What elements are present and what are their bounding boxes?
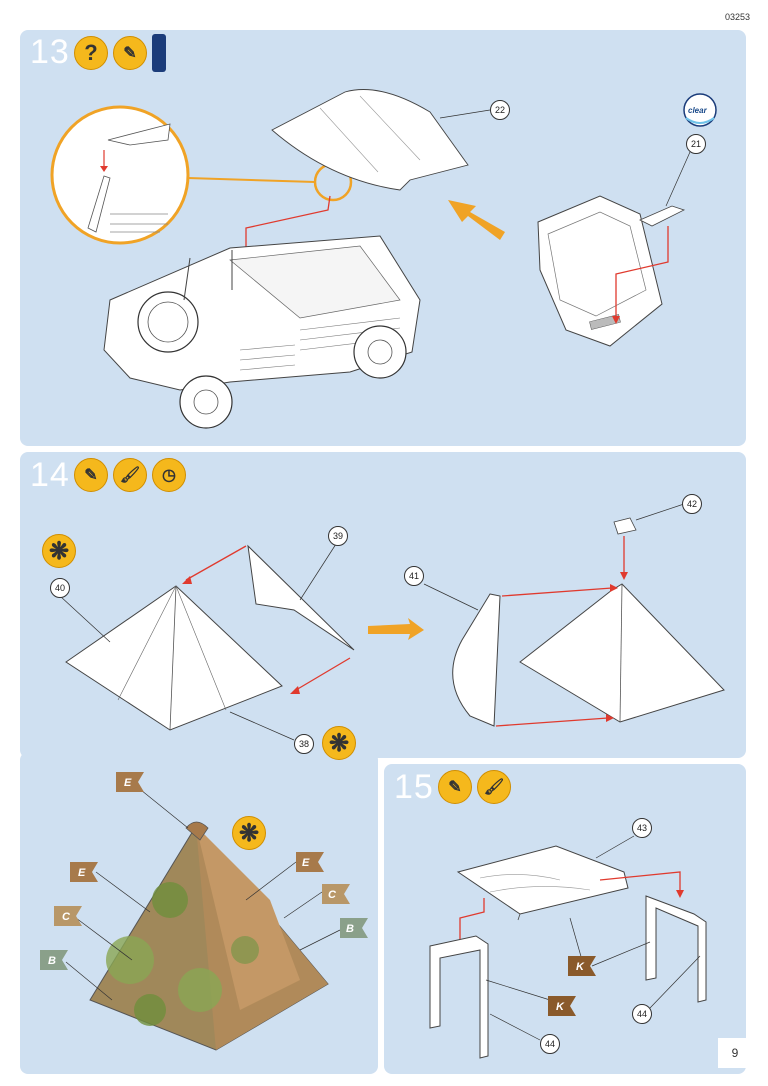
part-42-callout: 42 bbox=[682, 494, 702, 514]
clear-label: clear bbox=[688, 106, 708, 115]
part-39-callout: 39 bbox=[328, 526, 348, 546]
paint-brush-icon: 🖌 bbox=[113, 458, 147, 492]
color-flag-k-lower: K bbox=[548, 996, 576, 1016]
color-flag-c-left: C bbox=[54, 906, 82, 926]
part-22-callout: 22 bbox=[490, 100, 510, 120]
asterisk-icon: ❋ bbox=[322, 726, 356, 760]
part-44-callout-left: 44 bbox=[540, 1034, 560, 1054]
color-flag-e-top: E bbox=[116, 772, 144, 792]
svg-text:E: E bbox=[124, 777, 132, 789]
color-flag-k-upper: K bbox=[568, 956, 596, 976]
part-43-callout: 43 bbox=[632, 818, 652, 838]
svg-text:K: K bbox=[556, 1001, 565, 1013]
glue-icon: ✎ bbox=[74, 458, 108, 492]
color-flag-b-right: B bbox=[340, 918, 368, 938]
svg-text:B: B bbox=[48, 955, 56, 967]
page-number: 9 bbox=[718, 1038, 752, 1068]
glue-icon: ✎ bbox=[113, 36, 147, 70]
color-flag-e-left: E bbox=[70, 862, 98, 882]
color-flag-b-left: B bbox=[40, 950, 68, 970]
clock-icon: ◷ bbox=[152, 458, 186, 492]
svg-text:C: C bbox=[62, 911, 71, 923]
svg-text:B: B bbox=[346, 923, 354, 935]
paint-bottle-icon bbox=[152, 34, 166, 72]
color-flag-c-right: C bbox=[322, 884, 350, 904]
part-44-callout-right: 44 bbox=[632, 1004, 652, 1024]
svg-text:K: K bbox=[576, 961, 585, 973]
part-40-callout: 40 bbox=[50, 578, 70, 598]
part-41-callout: 41 bbox=[404, 566, 424, 586]
svg-text:C: C bbox=[328, 889, 337, 901]
glue-icon: ✎ bbox=[438, 770, 472, 804]
asterisk-icon: ❋ bbox=[42, 534, 76, 568]
svg-text:E: E bbox=[78, 867, 86, 879]
part-38-callout: 38 bbox=[294, 734, 314, 754]
svg-text:E: E bbox=[302, 857, 310, 869]
color-flag-e-right: E bbox=[296, 852, 324, 872]
asterisk-icon: ❋ bbox=[232, 816, 266, 850]
paint-brush-icon: 🖌 bbox=[477, 770, 511, 804]
part-21-callout: 21 bbox=[686, 134, 706, 154]
question-icon: ? bbox=[74, 36, 108, 70]
step-15-number: 15 bbox=[394, 768, 434, 806]
document-code: 03253 bbox=[724, 12, 750, 22]
step-14-number: 14 bbox=[30, 456, 70, 494]
step-13-number: 13 bbox=[30, 33, 70, 71]
